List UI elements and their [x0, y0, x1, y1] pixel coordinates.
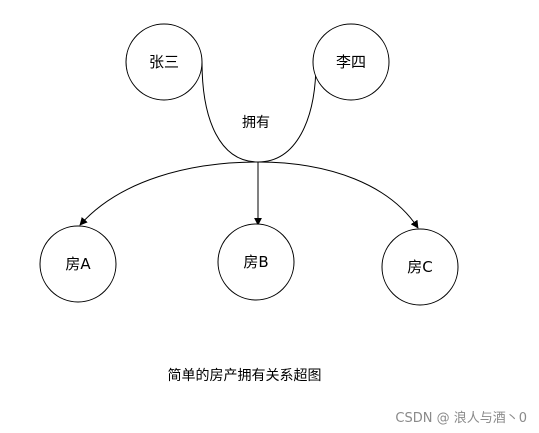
relation-label: 拥有 [242, 115, 270, 131]
house-label-c: 房C [407, 258, 432, 276]
hyperedge-owners-curve [201, 61, 317, 163]
edge-to-house-c [257, 161, 419, 229]
house-node-a: 房A [39, 225, 117, 303]
owner-label-zhangsan: 张三 [149, 53, 179, 71]
owner-label-lisi: 李四 [336, 53, 366, 71]
watermark-text: CSDN @ 浪人与酒丶0 [395, 411, 527, 426]
house-node-b: 房B [217, 223, 295, 301]
house-node-c: 房C [381, 228, 459, 306]
owner-node-lisi: 李四 [312, 23, 390, 101]
house-label-b: 房B [243, 253, 268, 271]
owner-node-zhangsan: 张三 [125, 23, 203, 101]
house-label-a: 房A [65, 255, 91, 273]
edge-to-house-a [79, 161, 259, 226]
diagram-caption: 简单的房产拥有关系超图 [167, 368, 322, 384]
